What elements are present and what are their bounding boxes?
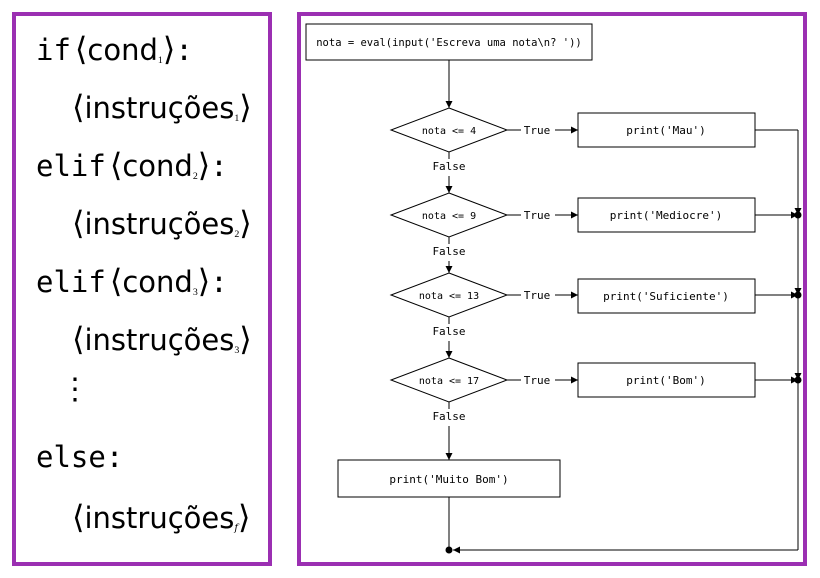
- cond-label: cond: [122, 149, 193, 183]
- close-angle: ⟩: [239, 88, 252, 126]
- instructions-label: instruções: [84, 207, 235, 241]
- condition-text: nota <= 17: [419, 376, 479, 387]
- elif-line: elif ⟨cond2⟩:: [36, 146, 228, 184]
- elif-keyword: elif: [36, 149, 106, 183]
- cond-label: cond: [87, 33, 158, 67]
- junction-dot: [794, 211, 802, 219]
- action-box: [577, 197, 756, 233]
- action-box: [577, 278, 756, 314]
- cond-subscript: 2: [192, 170, 198, 182]
- false-label: False: [432, 160, 465, 173]
- open-angle: ⟨: [72, 88, 85, 126]
- colon: :: [210, 149, 228, 183]
- open-angle: ⟨: [72, 320, 85, 358]
- action-text: print('Bom'): [626, 374, 705, 387]
- colon: :: [105, 440, 124, 474]
- flowchart-panel: nota = eval(input('Escreva uma nota\n? '…: [297, 12, 807, 566]
- elif-line: elif ⟨cond3⟩:: [36, 262, 228, 300]
- open-angle: ⟨: [72, 498, 85, 536]
- false-label: False: [432, 325, 465, 338]
- instructions-label: instruções: [84, 91, 235, 125]
- input-box: [305, 23, 593, 61]
- instructions-line: ⟨instruções3⟩: [72, 320, 252, 358]
- open-angle: ⟨: [72, 204, 85, 242]
- if-line: if ⟨cond1⟩:: [36, 30, 193, 68]
- condition-text: nota <= 4: [422, 126, 476, 137]
- close-angle: ⟩: [239, 320, 252, 358]
- open-angle: ⟨: [109, 146, 123, 184]
- instructions-subscript: 1: [234, 112, 240, 124]
- end-dot: [445, 546, 453, 554]
- flowchart: nota = eval(input('Escreva uma nota\n? '…: [305, 23, 802, 554]
- action-box: [577, 362, 756, 398]
- open-angle: ⟨: [109, 262, 123, 300]
- colon: :: [175, 33, 193, 67]
- else-line: else:: [36, 440, 123, 474]
- true-label: True: [524, 289, 551, 302]
- elif-keyword: elif: [36, 265, 106, 299]
- instructions-subscript: 3: [234, 344, 240, 356]
- input-text: nota = eval(input('Escreva uma nota\n? '…: [316, 37, 582, 49]
- pseudocode-panel: if ⟨cond1⟩: ⟨instruções1⟩ elif ⟨cond2⟩: …: [12, 12, 272, 566]
- instructions-line: ⟨instruções2⟩: [72, 204, 252, 242]
- action-text: print('Suficiente'): [603, 290, 729, 303]
- junction-dot: [794, 291, 802, 299]
- junction-dot: [794, 376, 802, 384]
- else-action-box: [337, 459, 561, 498]
- true-label: True: [524, 209, 551, 222]
- cond-subscript: 1: [157, 54, 163, 66]
- close-angle: ⟩: [197, 146, 211, 184]
- instructions-label: instruções: [84, 501, 235, 535]
- instructions-label: instruções: [84, 323, 235, 357]
- close-angle: ⟩: [162, 30, 176, 68]
- cond-subscript: 3: [192, 286, 198, 298]
- else-action-text: print('Muito Bom'): [389, 473, 508, 486]
- close-angle: ⟩: [239, 204, 252, 242]
- instructions-line: ⟨instruçõesf⟩: [72, 498, 251, 536]
- condition-text: nota <= 9: [422, 211, 476, 222]
- instructions-subscript: f: [234, 522, 239, 534]
- open-angle: ⟨: [74, 30, 88, 68]
- cond-label: cond: [122, 265, 193, 299]
- else-keyword: else: [36, 440, 106, 474]
- action-text: print('Mediocre'): [610, 209, 723, 222]
- colon: :: [210, 265, 228, 299]
- false-label: False: [432, 410, 465, 423]
- false-label: False: [432, 245, 465, 258]
- true-label: True: [524, 124, 551, 137]
- true-label: True: [524, 374, 551, 387]
- close-angle: ⟩: [238, 498, 251, 536]
- instructions-line: ⟨instruções1⟩: [72, 88, 252, 126]
- vertical-ellipsis: ⋮: [60, 372, 90, 407]
- action-box: [577, 112, 756, 148]
- if-keyword: if: [36, 33, 71, 67]
- action-text: print('Mau'): [626, 124, 705, 137]
- instructions-subscript: 2: [234, 228, 240, 240]
- close-angle: ⟩: [197, 262, 211, 300]
- condition-text: nota <= 13: [419, 291, 479, 302]
